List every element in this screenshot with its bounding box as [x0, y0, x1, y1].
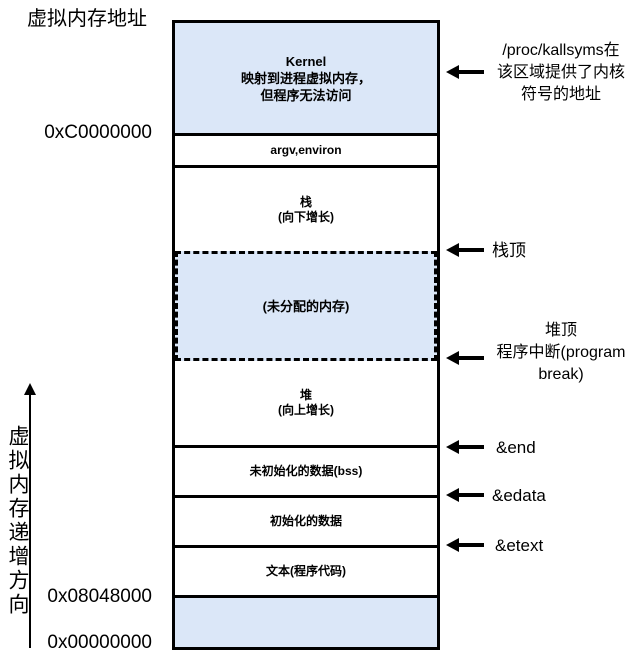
arrow-shaft [456, 493, 484, 497]
arrow-head [446, 243, 459, 257]
arrow-shaft [456, 248, 484, 252]
arrow-head [446, 351, 459, 365]
block-reserved [175, 598, 437, 647]
block-stack: 栈 (向下增长) [175, 168, 437, 251]
block-argv-label: argv,environ [270, 143, 342, 157]
block-heap: 堆 (向上增长) [175, 361, 437, 448]
address-zero: 0x00000000 [47, 632, 152, 653]
annotation-program-break-line: break) [538, 366, 584, 383]
annotation-kallsyms: /proc/kallsyms在 该区域提供了内核 符号的地址 [486, 40, 636, 106]
arrow-head [446, 440, 459, 454]
block-unallocated: (未分配的内存) [175, 251, 437, 361]
arrow-shaft [456, 543, 484, 547]
block-text-segment: 文本(程序代码) [175, 548, 437, 598]
block-initialized-data-label: 初始化的数据 [269, 514, 342, 528]
address-text-base: 0x08048000 [47, 586, 152, 607]
annotation-stack-top: 栈顶 [492, 241, 526, 260]
annotation-kallsyms-line: /proc/kallsyms在 [502, 42, 620, 59]
arrow-left-icon [446, 65, 484, 79]
arrow-up-icon [24, 383, 36, 395]
annotation-etext: &etext [495, 536, 544, 555]
annotation-program-break-line: 堆顶 [544, 322, 577, 339]
page-title: 虚拟内存地址 [27, 8, 147, 30]
arrow-head [446, 65, 459, 79]
arrow-shaft [456, 70, 484, 74]
address-kernel-base: 0xC0000000 [44, 122, 152, 143]
arrow-shaft [456, 356, 484, 360]
annotation-end: &end [496, 438, 536, 457]
arrow-left-icon [446, 538, 484, 552]
block-kernel: Kernel 映射到进程虚拟内存， 但程序无法访问 [175, 23, 437, 136]
block-heap-line: (向上增长) [278, 403, 334, 417]
block-kernel-line: Kernel [285, 53, 327, 69]
arrow-head [446, 538, 459, 552]
arrow-shaft [456, 445, 484, 449]
arrow-left-icon [446, 488, 484, 502]
annotation-program-break: 堆顶 程序中断(program break) [486, 320, 636, 386]
block-kernel-line: 但程序无法访问 [260, 87, 352, 103]
increasing-address-axis: 虚拟内存递增方向 [0, 383, 60, 651]
block-heap-line: 堆 [299, 388, 312, 402]
block-argv-environ: argv,environ [175, 136, 437, 168]
axis-line [29, 393, 31, 648]
annotation-kallsyms-line: 该区域提供了内核 [496, 64, 625, 81]
annotation-edata: &edata [492, 486, 546, 505]
block-stack-line: 栈 [299, 194, 312, 209]
annotation-kallsyms-line: 符号的地址 [520, 86, 601, 103]
block-bss: 未初始化的数据(bss) [175, 448, 437, 498]
arrow-left-icon [446, 351, 484, 365]
arrow-head [446, 488, 459, 502]
block-kernel-line: 映射到进程虚拟内存， [240, 70, 371, 86]
arrow-left-icon [446, 243, 484, 257]
block-initialized-data: 初始化的数据 [175, 498, 437, 548]
memory-map: Kernel 映射到进程虚拟内存， 但程序无法访问 argv,environ 栈… [172, 20, 440, 650]
block-text-segment-label: 文本(程序代码) [266, 564, 346, 578]
block-unallocated-label: (未分配的内存) [262, 298, 350, 314]
block-bss-label: 未初始化的数据(bss) [249, 464, 363, 478]
block-stack-line: (向下增长) [278, 209, 334, 224]
axis-label: 虚拟内存递增方向 [6, 425, 29, 617]
annotation-program-break-line: 程序中断(program [496, 344, 626, 361]
arrow-left-icon [446, 440, 484, 454]
